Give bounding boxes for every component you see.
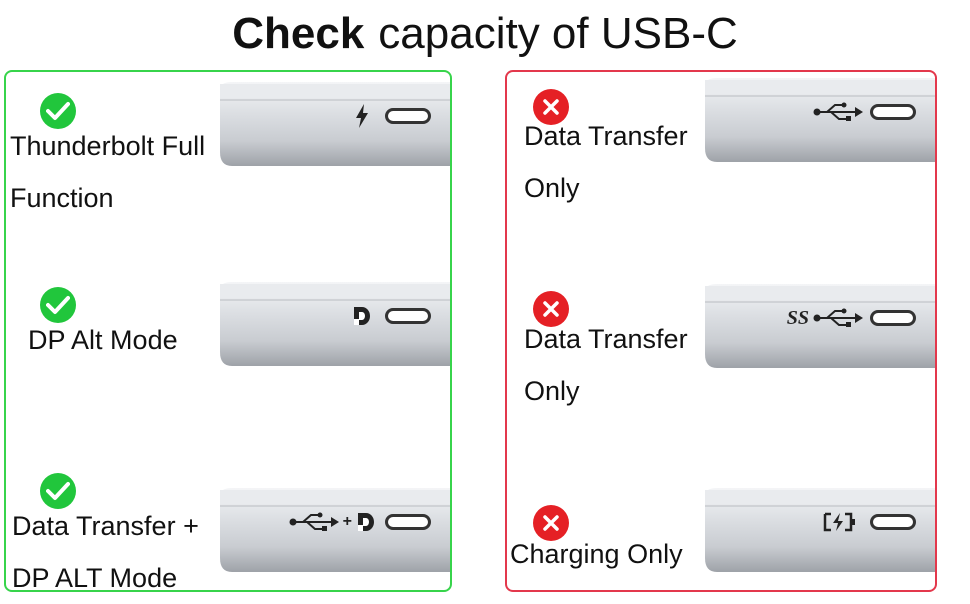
item-label-line1: Data Transfer — [524, 121, 688, 151]
laptop-port-charging — [705, 488, 935, 572]
item-label-line1: Charging Only — [510, 539, 683, 569]
laptop-port-thunderbolt — [220, 82, 450, 166]
laptop-port-usb-dp: + — [220, 488, 450, 572]
usb-c-port — [870, 514, 916, 530]
laptop-port-usb — [705, 78, 935, 162]
laptop-edge — [220, 82, 450, 166]
item-label-line1: Thunderbolt Full — [10, 131, 206, 161]
item-label-line2: Function — [10, 183, 114, 213]
unsupported-panel — [505, 70, 937, 592]
usb-icon — [813, 308, 863, 327]
superspeed-usb-icon: SS — [775, 304, 863, 332]
item-label-line1: Data Transfer + — [12, 511, 199, 541]
laptop-edge — [705, 284, 935, 368]
check-icon — [40, 287, 76, 323]
charging-icon — [813, 508, 857, 536]
usb-icon — [809, 98, 863, 126]
page-title: Check capacity of USB-C — [0, 6, 970, 62]
usb-c-port — [385, 308, 431, 324]
plus-sign: + — [342, 513, 352, 530]
item-label-line2: Only — [524, 173, 580, 203]
displayport-icon — [346, 302, 372, 330]
laptop-edge — [705, 488, 935, 572]
cross-icon — [533, 89, 569, 125]
usb-c-port — [870, 310, 916, 326]
thunderbolt-icon — [344, 102, 370, 130]
usb-icon — [289, 512, 339, 531]
label-rest: Alt Mode — [71, 325, 178, 355]
item-label-line2: DP ALT Mode — [12, 563, 178, 593]
cross-icon — [533, 291, 569, 327]
laptop-edge — [220, 282, 450, 366]
displayport-icon — [358, 513, 374, 531]
laptop-edge — [705, 78, 935, 162]
laptop-port-dp — [220, 282, 450, 366]
check-icon — [40, 473, 76, 509]
label-prefix: DP — [28, 325, 66, 355]
item-label-dp: DP Alt Mode — [28, 314, 178, 366]
laptop-edge — [220, 488, 450, 572]
title-bold: Check — [232, 9, 365, 58]
check-icon — [40, 93, 76, 129]
item-label-line2: Only — [524, 376, 580, 406]
cross-icon — [533, 505, 569, 541]
usb-c-port — [385, 108, 431, 124]
supported-panel — [4, 70, 452, 592]
title-rest: capacity of USB-C — [378, 9, 738, 58]
item-label-line1: Data Transfer — [524, 324, 688, 354]
usb-c-port — [385, 514, 431, 530]
ss-text: SS — [786, 306, 809, 329]
laptop-port-superspeed: SS — [705, 284, 935, 368]
usb-plus-displayport-icon: + — [276, 508, 376, 536]
usb-c-port — [870, 104, 916, 120]
